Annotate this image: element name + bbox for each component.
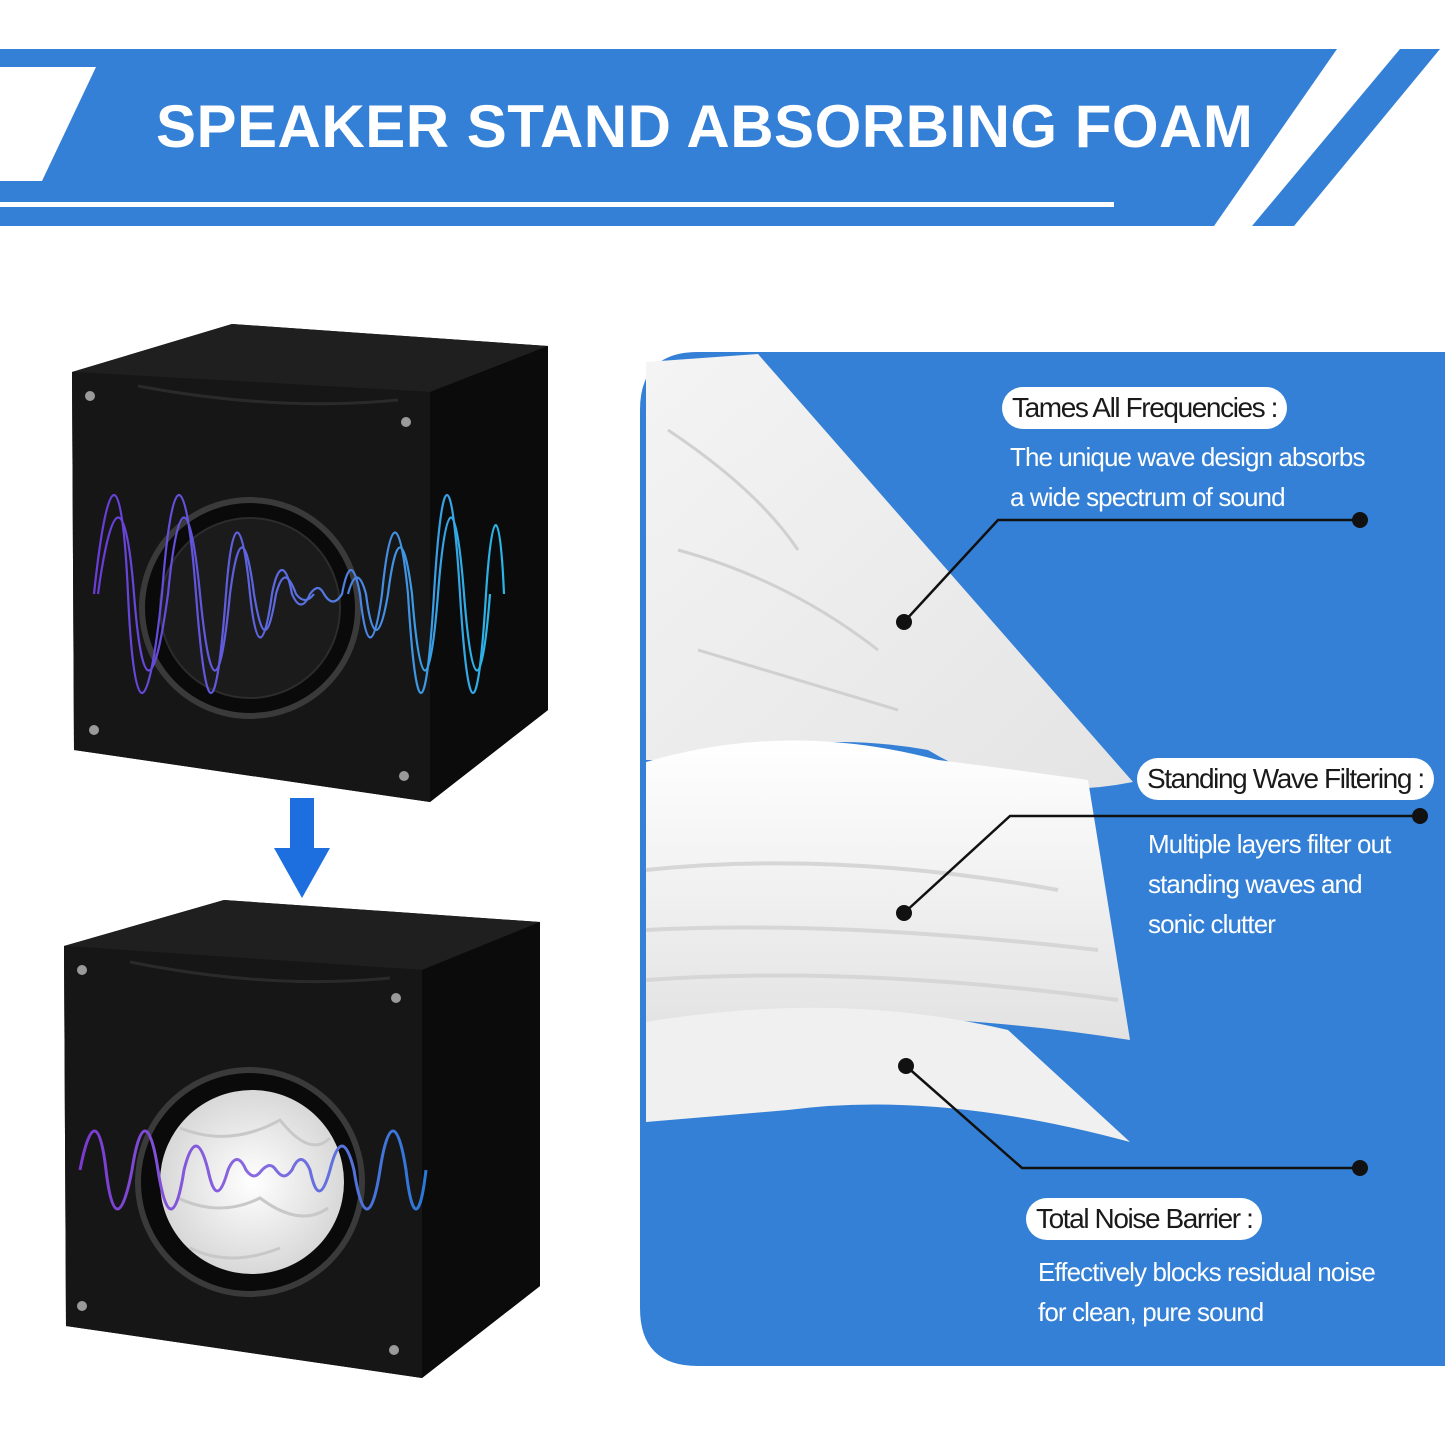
wave-before [92, 494, 508, 694]
wave-after [78, 1129, 428, 1211]
desc-line: standing waves and [1148, 869, 1363, 899]
desc-line: Effectively blocks residual noise [1038, 1257, 1376, 1287]
desc-line: for clean, pure sound [1038, 1297, 1264, 1327]
feature-label-frequencies: Tames All Frequencies : [1002, 387, 1288, 429]
feature-label-noise-barrier: Total Noise Barrier : [1026, 1198, 1263, 1240]
page-title: SPEAKER STAND ABSORBING FOAM [156, 93, 1254, 160]
desc-line: sonic clutter [1148, 909, 1276, 939]
foam-layers-panel [640, 352, 1445, 1366]
desc-line: The unique wave design absorbs [1010, 442, 1365, 472]
speaker-after-illustration [64, 900, 540, 1378]
feature-desc-noise-barrier: Effectively blocks residual noise for cl… [1038, 1252, 1376, 1332]
speaker-before-illustration [72, 324, 548, 802]
desc-line: Multiple layers filter out [1148, 829, 1391, 859]
header-banner [0, 49, 1440, 226]
down-arrow-icon [274, 798, 330, 898]
desc-line: a wide spectrum of sound [1010, 482, 1286, 512]
feature-label-standing-wave: Standing Wave Filtering : [1137, 758, 1434, 800]
feature-desc-frequencies: The unique wave design absorbs a wide sp… [1010, 437, 1365, 517]
feature-desc-standing-wave: Multiple layers filter out standing wave… [1148, 824, 1391, 944]
